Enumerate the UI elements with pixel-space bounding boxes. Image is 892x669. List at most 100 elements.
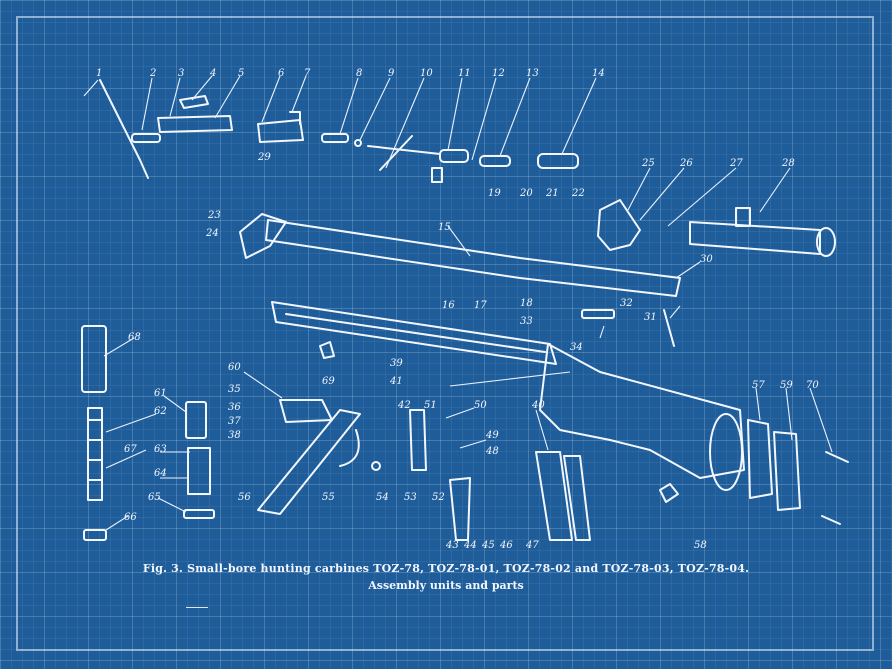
part-number: 26 <box>679 158 693 169</box>
parts-layer <box>81 79 849 541</box>
part-number: 30 <box>700 254 713 265</box>
part-number: 12 <box>492 68 505 79</box>
part-number: 6 <box>278 68 285 79</box>
scope-turret-part <box>735 207 751 227</box>
stock-part <box>539 343 745 479</box>
spring-washer-part <box>371 461 381 471</box>
sear-part <box>257 409 361 515</box>
part-number: 51 <box>424 400 437 411</box>
part-number: 56 <box>238 492 251 503</box>
part-number: 28 <box>781 158 795 169</box>
part-number: 48 <box>485 446 499 457</box>
part-number: 67 <box>124 444 137 455</box>
part-number: 45 <box>481 540 495 551</box>
bushing-part <box>439 149 469 163</box>
part-number: 18 <box>520 298 533 309</box>
part-number: 17 <box>474 300 487 311</box>
guard-plate-part <box>563 455 591 541</box>
part-number: 37 <box>228 416 241 427</box>
part-number: 58 <box>694 540 707 551</box>
part-number: 34 <box>570 342 583 353</box>
part-number: 23 <box>207 210 221 221</box>
part-number: 10 <box>420 68 433 79</box>
small-box-part <box>431 167 443 183</box>
part-number: 66 <box>124 512 137 523</box>
part-number: 1 <box>96 68 102 79</box>
part-number: 22 <box>571 188 585 199</box>
follower-part <box>185 401 207 439</box>
part-number: 9 <box>388 68 395 79</box>
buttpad-1-part <box>747 419 773 499</box>
swivel-part <box>659 483 679 503</box>
part-number: 50 <box>474 400 487 411</box>
part-number-labels: 1 2 3 4 5 6 7 8 9 10 11 12 13 14 15 16 1… <box>96 68 819 551</box>
swivel-front-part <box>319 341 335 359</box>
part-number: 27 <box>729 158 743 169</box>
magazine-part <box>81 325 107 393</box>
part-number: 21 <box>545 188 559 199</box>
part-number: 11 <box>458 68 471 79</box>
part-number: 64 <box>154 468 167 479</box>
receiver-part <box>265 219 681 297</box>
part-number: 68 <box>128 332 141 343</box>
pin-part <box>183 509 215 519</box>
part-number: 65 <box>148 492 161 503</box>
buttplate-part <box>709 413 743 491</box>
bolt-handle-part <box>179 95 209 109</box>
figure-caption: Fig. 3. Small-bore hunting carbines TOZ-… <box>142 562 750 575</box>
part-number: 47 <box>525 540 539 551</box>
cocking-piece-part <box>537 153 579 169</box>
part-number: 5 <box>238 68 244 79</box>
magazine-spring-part <box>87 407 103 501</box>
part-number: 20 <box>519 188 533 199</box>
part-number: 41 <box>389 376 403 387</box>
extractor-part <box>99 79 149 179</box>
part-number: 29 <box>257 152 271 163</box>
part-number: 32 <box>620 298 633 309</box>
washer-part <box>354 139 362 147</box>
part-number: 42 <box>397 400 411 411</box>
part-number: 3 <box>178 68 184 79</box>
part-number: 61 <box>154 388 167 399</box>
part-number: 14 <box>592 68 605 79</box>
firing-pin-part <box>131 133 161 143</box>
part-number: 39 <box>390 358 403 369</box>
latch-part <box>187 447 211 495</box>
part-number: 63 <box>154 444 167 455</box>
part-number: 16 <box>442 300 455 311</box>
part-number: 53 <box>404 492 417 503</box>
pin-long-part <box>825 451 849 463</box>
sight-part <box>581 309 615 319</box>
part-number: 57 <box>752 380 765 391</box>
barrel-part <box>271 301 557 365</box>
part-number: 52 <box>432 492 445 503</box>
screw-part <box>449 477 471 541</box>
scope-mount-part <box>597 199 641 251</box>
buttpad-2-part <box>773 431 801 511</box>
part-number: 15 <box>438 222 451 233</box>
scale-mark <box>186 607 208 608</box>
part-number: 38 <box>228 430 241 441</box>
part-number: 54 <box>376 492 389 503</box>
part-number: 46 <box>499 540 513 551</box>
bolt-body-part <box>257 111 304 143</box>
safety-part <box>409 409 427 471</box>
blueprint-frame <box>16 16 874 651</box>
plate-part <box>535 451 573 541</box>
part-number: 35 <box>228 384 241 395</box>
bolt-head-part <box>157 115 233 133</box>
front-sight-part <box>663 309 675 347</box>
rod-part <box>367 145 441 155</box>
part-number: 55 <box>322 492 335 503</box>
spring-part <box>321 133 349 143</box>
part-number: 62 <box>154 406 167 417</box>
part-number: 36 <box>228 402 241 413</box>
scope-tube-part <box>689 221 821 255</box>
trigger-part <box>339 429 360 467</box>
part-number: 8 <box>356 68 362 79</box>
part-number: 19 <box>488 188 501 199</box>
part-number: 40 <box>531 400 545 411</box>
part-number: 69 <box>322 376 335 387</box>
